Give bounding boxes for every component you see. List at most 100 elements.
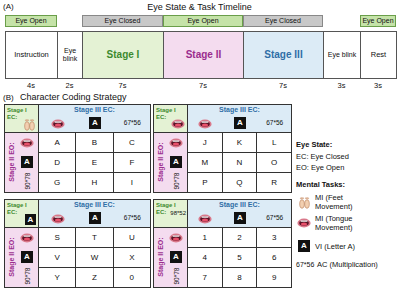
eye-state-label: Eye Open xyxy=(362,17,393,25)
grid-cell: J xyxy=(187,132,223,153)
arithmetic-label: 67*56 xyxy=(296,260,314,269)
grid-cell: Z xyxy=(75,267,113,288)
grid-letter: V xyxy=(54,253,59,262)
stage-label: Stage III EC: xyxy=(188,106,291,114)
visual-letter-icon: A xyxy=(170,251,182,263)
timeline-label: Stage I xyxy=(107,49,140,61)
timeline-box: Instruction xyxy=(5,31,58,79)
tongue-shape xyxy=(20,139,33,148)
grid-cell: C xyxy=(113,132,151,153)
tongue-shape xyxy=(51,214,65,224)
grid-cell: 7 xyxy=(187,267,223,288)
grid-letter: A xyxy=(54,138,59,147)
grid-cell: V xyxy=(38,247,76,268)
grid-cell: D xyxy=(38,152,76,173)
grid-cell: S xyxy=(38,227,76,248)
tongue-shape xyxy=(202,121,209,122)
grid-letter: 1 xyxy=(203,233,207,242)
grid-cell: 3 xyxy=(256,227,292,248)
visual-letter-icon: A xyxy=(21,251,33,263)
grid-letter: W xyxy=(91,253,99,262)
timeline-box: Stage III xyxy=(243,31,324,79)
grid-letter: E xyxy=(92,158,97,167)
visual-letter-icon: A xyxy=(89,117,101,129)
stage-cell: Stage I EC: xyxy=(153,104,188,133)
grid-letter: O xyxy=(271,158,277,167)
legend-text: MI (Feet Movement) xyxy=(315,193,371,211)
tongue-shape xyxy=(24,237,30,240)
grid-letter: D xyxy=(54,158,60,167)
feet-shape xyxy=(302,198,303,199)
tongue-shape xyxy=(173,140,180,141)
grid-cell: Q xyxy=(222,172,258,193)
grid-letter: F xyxy=(129,158,134,167)
arithmetic-label: 67*56 xyxy=(124,119,141,127)
timeline-box: Stage I xyxy=(82,31,164,79)
stage-cell: Stage III EC:A67*56 xyxy=(187,199,292,228)
stage-cell: Stage III EC:A67*56 xyxy=(38,104,151,133)
grid-letter: 8 xyxy=(237,273,241,282)
section-title: Eye State & Task Timeline xyxy=(0,2,399,12)
grid-letter: G xyxy=(54,178,60,187)
feet-shape xyxy=(23,118,36,131)
tongue-shape xyxy=(198,119,212,129)
tongue-shape xyxy=(173,142,179,145)
feet-shape xyxy=(300,198,302,200)
legend-note: EO: Eye Open xyxy=(296,163,344,172)
tongue-shape xyxy=(169,234,182,243)
grid-letter: Q xyxy=(236,178,242,187)
grid-letter: 2 xyxy=(237,233,241,242)
eye-state-box: Eye Open xyxy=(360,15,396,27)
feet-shape xyxy=(298,196,311,209)
tongue-icon xyxy=(20,233,34,243)
grid-letter: K xyxy=(237,138,242,147)
tongue-shape xyxy=(301,222,307,225)
grid-cell: R xyxy=(256,172,292,193)
stage-cell: Stage III EC:A67*56 xyxy=(187,104,292,133)
grid-letter: 9 xyxy=(272,273,276,282)
visual-letter-icon: A xyxy=(170,156,182,168)
tongue-icon xyxy=(51,119,65,129)
stage-cell: Stage II EO:A90*78 xyxy=(153,227,188,288)
grid-letter: T xyxy=(92,233,97,242)
grid-cell: W xyxy=(75,247,113,268)
feet-shape xyxy=(32,120,34,122)
tongue-shape xyxy=(169,138,183,148)
grid-cell: O xyxy=(256,152,292,173)
grid-letter: N xyxy=(237,158,243,167)
tongue-shape xyxy=(202,218,208,221)
grid-cell: L xyxy=(256,132,292,153)
tongue-shape xyxy=(198,214,212,224)
arithmetic-label: 67*56 xyxy=(266,214,283,222)
feet-shape xyxy=(27,120,28,121)
grid-letter: Z xyxy=(92,273,97,282)
arithmetic-label: 98*52 xyxy=(170,210,186,217)
tongue-shape xyxy=(51,215,64,224)
tongue-shape xyxy=(299,220,309,226)
eye-state-label: Eye Closed xyxy=(105,17,141,25)
stage-cell: Stage I EC:A xyxy=(4,199,39,228)
eye-state-box: Eye Open xyxy=(163,15,243,27)
grid-letter: R xyxy=(271,178,277,187)
tongue-shape xyxy=(24,235,31,236)
timeline-box: Stage II xyxy=(163,31,244,79)
duration-label: 7s xyxy=(82,81,163,90)
tongue-shape xyxy=(175,121,182,122)
grid-cell: E xyxy=(75,152,113,173)
visual-letter-icon: A xyxy=(234,117,246,129)
tongue-shape xyxy=(20,233,34,243)
grid-letter: H xyxy=(92,178,98,187)
grid-letter: 3 xyxy=(272,233,276,242)
tongue-icon xyxy=(51,214,65,224)
stage-label: Stage I EC: xyxy=(7,107,29,121)
tongue-shape xyxy=(202,216,209,217)
grid-cell: 1 xyxy=(187,227,223,248)
timeline-label: Eye blink xyxy=(328,51,356,59)
legend-text: MI (Tongue Movement) xyxy=(315,214,371,232)
grid-letter: C xyxy=(129,138,135,147)
stage-cell: Stage I EC:98*52 xyxy=(153,199,188,228)
stage-cell: Stage II EO:A90*78 xyxy=(153,132,188,193)
stage-label: Stage III EC: xyxy=(39,201,150,209)
feet-shape xyxy=(30,122,35,130)
